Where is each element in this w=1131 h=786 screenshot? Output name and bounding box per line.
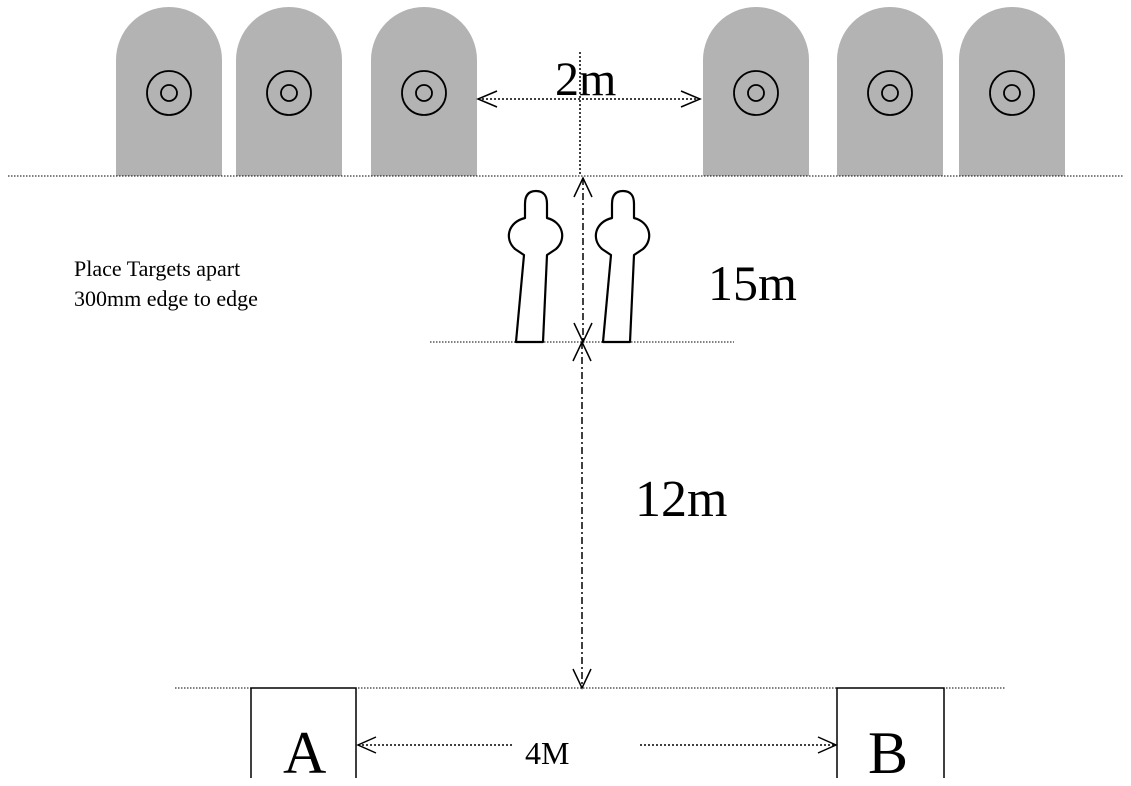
position-b-label: B — [868, 720, 909, 786]
arrow-icon — [573, 176, 593, 198]
spacing-label: 4M — [525, 735, 570, 771]
target-6 — [958, 6, 1066, 177]
position-a-box — [250, 687, 357, 778]
position-a-label: A — [283, 720, 327, 786]
target-2 — [235, 6, 343, 177]
position-b-box — [836, 687, 945, 778]
target-4 — [702, 6, 810, 177]
placement-note-line-2: 300mm edge to edge — [74, 285, 258, 311]
arrow-icon — [356, 736, 377, 754]
arrow-icon — [572, 340, 592, 362]
target-3 — [370, 6, 478, 177]
arrow-icon — [817, 736, 838, 754]
placement-note-line-1: Place Targets apart — [74, 256, 241, 281]
arrow-icon — [572, 668, 592, 690]
distance-12-label: 12m — [635, 471, 728, 528]
placement-note: Place Targets apart 300mm edge to edge — [74, 254, 258, 313]
arrow-icon — [573, 322, 593, 344]
arrow-icon — [680, 90, 702, 108]
human-silhouette-icon — [594, 189, 651, 344]
gap-label: 2m — [555, 53, 617, 106]
distance-15-label: 15m — [708, 255, 797, 311]
human-silhouette-icon — [507, 189, 564, 344]
arrow-icon — [476, 90, 498, 108]
target-1 — [115, 6, 223, 177]
target-5 — [836, 6, 944, 177]
